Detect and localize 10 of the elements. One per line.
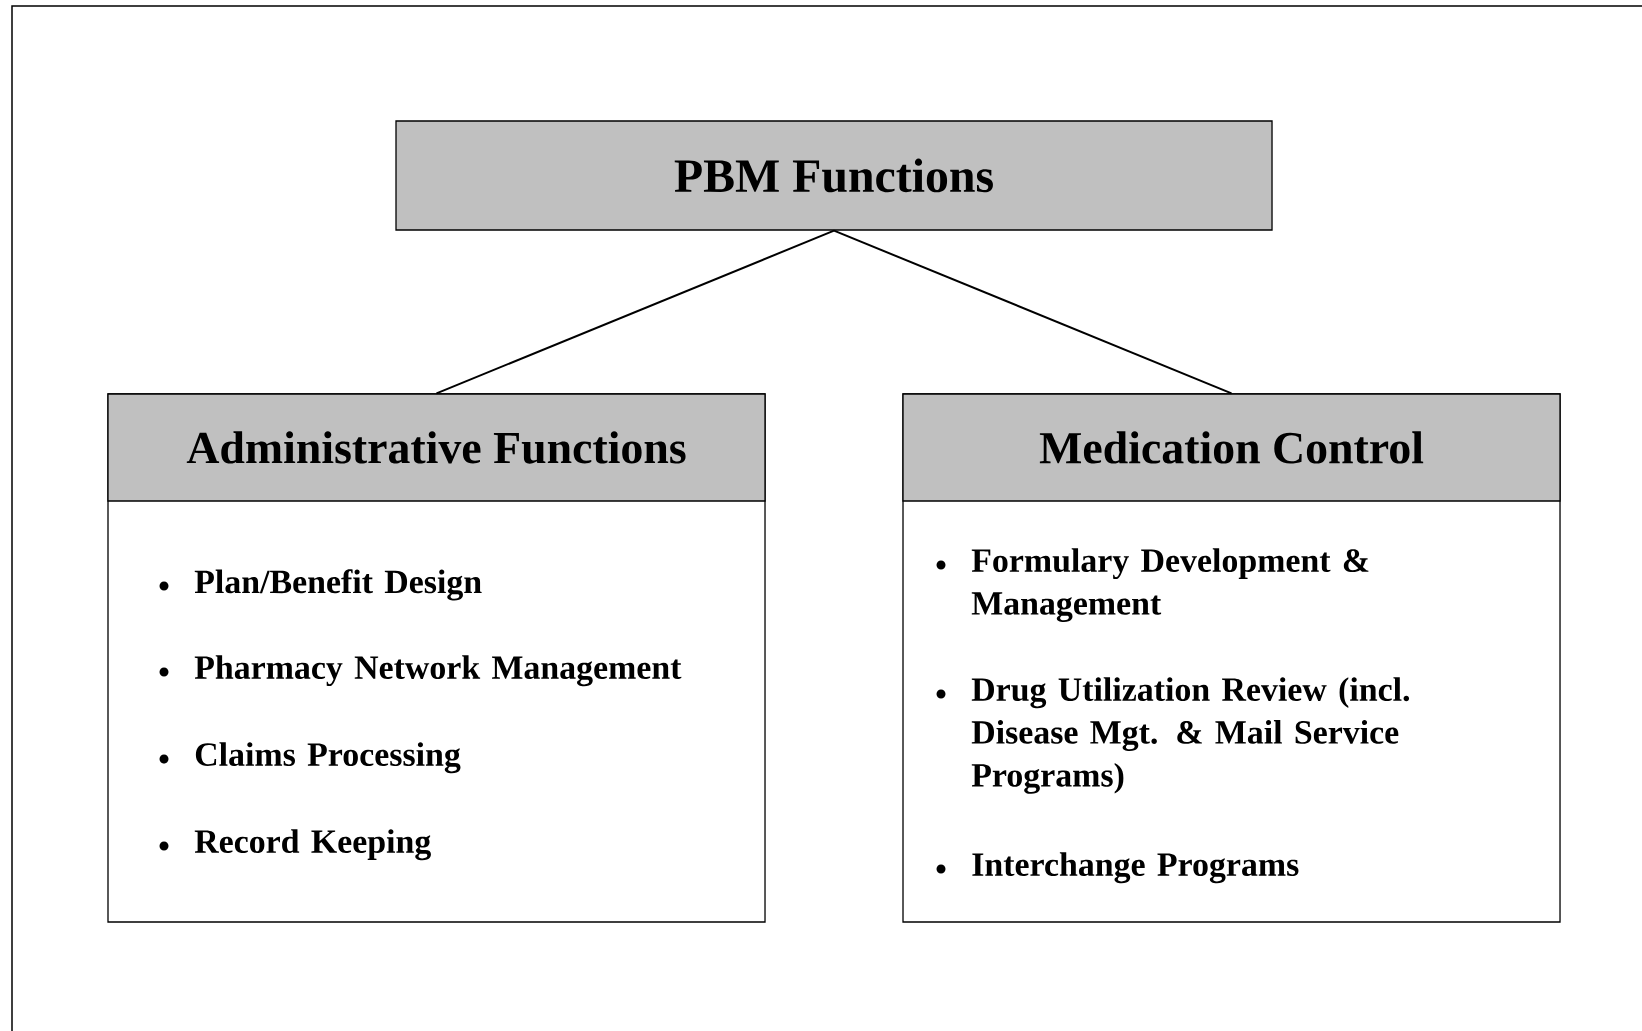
title-box: PBM Functions (395, 120, 1273, 231)
connector-line (833, 229, 1233, 395)
list-item: Claims Processing (195, 742, 461, 774)
list-item: Plan/Benefit Design (194, 569, 482, 601)
list-item: Interchange Programs (972, 852, 1299, 884)
list-item: Pharmacy Network Management (194, 655, 682, 687)
list-item: Formulary Development & Management (971, 548, 1369, 622)
list-item: Drug Utilization Review (incl. Disease Mgt. & Mail Service Programs) (971, 677, 1410, 794)
list-item: Record Keeping (194, 829, 431, 861)
connector-line (435, 229, 835, 395)
